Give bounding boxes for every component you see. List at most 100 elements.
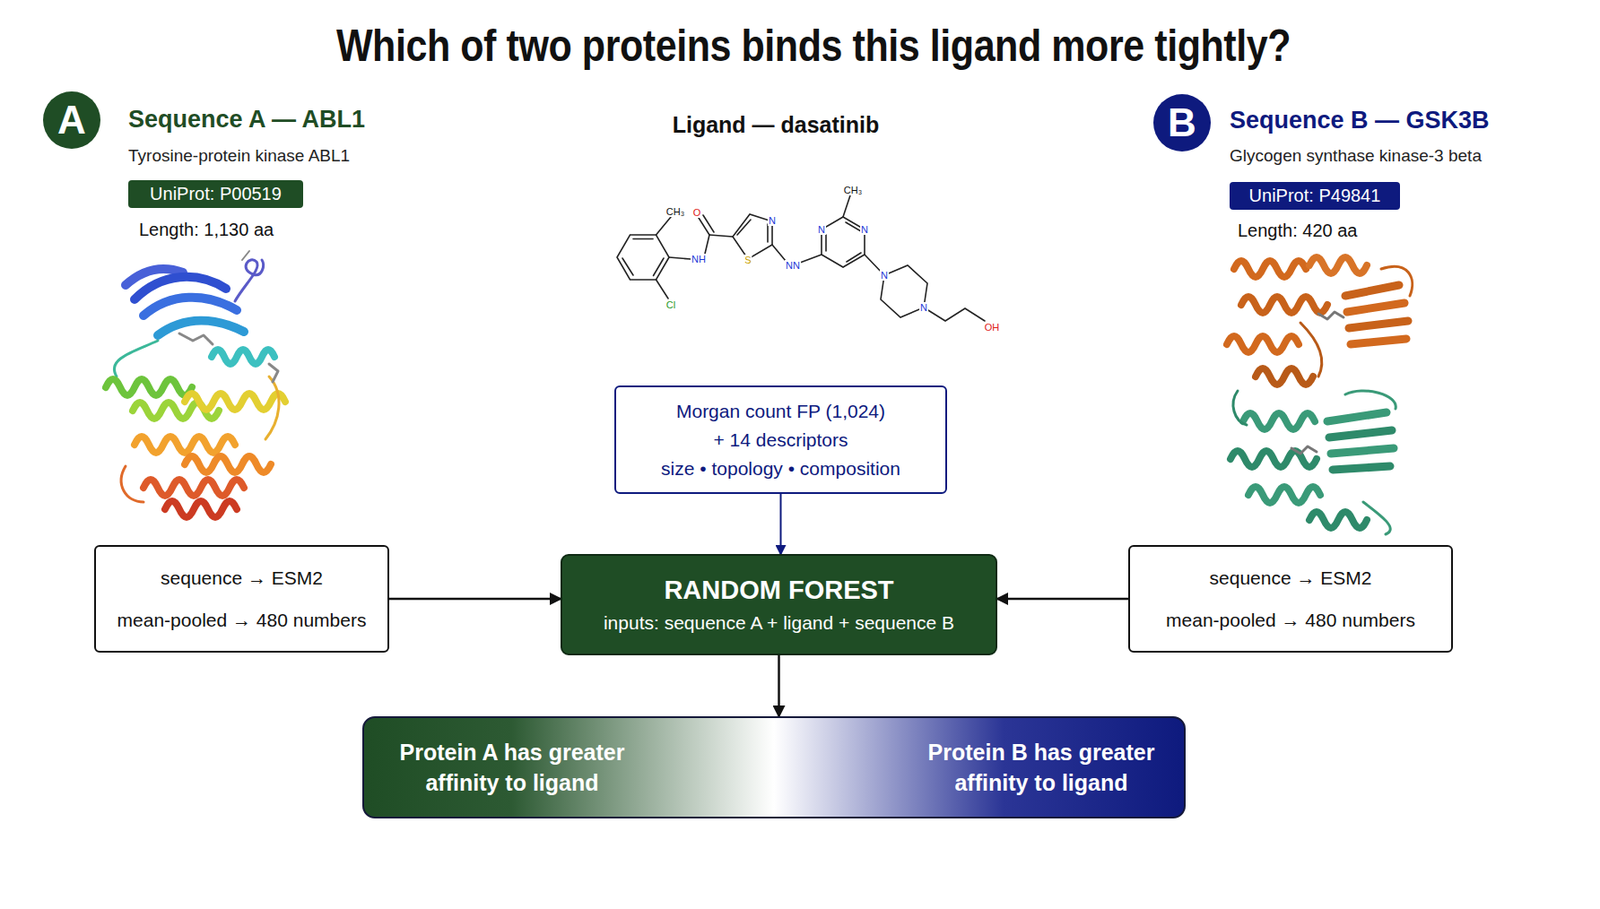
node-text: UniProt: P49841	[1249, 185, 1382, 207]
art-stroke	[669, 257, 691, 260]
sequence-length: Length: 1,130 aa	[139, 219, 274, 241]
ligand-heading: Ligand — dasatinib	[672, 112, 880, 139]
atom-label: Cl	[665, 299, 677, 311]
node-text: size • topology • composition	[660, 454, 901, 484]
art-stroke	[1309, 257, 1367, 274]
art-stroke	[1332, 466, 1391, 470]
output-scale-bar: Protein A has greater affinity to ligand…	[362, 716, 1186, 819]
art-stroke	[157, 321, 244, 336]
art-stroke	[1381, 266, 1413, 296]
connector-arrow	[780, 494, 783, 555]
art-stroke	[265, 376, 279, 440]
art-stroke	[143, 479, 244, 496]
art-stroke	[1226, 336, 1299, 353]
atom-label: N	[879, 269, 889, 281]
art-stroke	[1330, 448, 1394, 454]
node-text: inputs: sequence A + ligand + sequence B	[603, 608, 955, 639]
art-stroke	[1291, 446, 1317, 454]
art-stroke	[143, 297, 237, 316]
feature-box: Morgan count FP (1,024)+ 14 descriptorss…	[614, 385, 948, 495]
art-stroke	[656, 217, 672, 235]
art-stroke	[880, 265, 928, 318]
node-text: Protein A has greater affinity to ligand	[377, 718, 647, 818]
art-stroke	[179, 333, 213, 345]
art-stroke	[800, 254, 822, 263]
art-stroke	[1248, 486, 1321, 504]
embedding-box: sequence → ESM2mean-pooled → 480 numbers	[1128, 545, 1453, 653]
art-stroke	[1309, 512, 1367, 529]
node-text: mean-pooled → 480 numbers	[1165, 599, 1416, 642]
art-stroke	[732, 214, 773, 260]
art-stroke	[656, 279, 670, 299]
protein-ribbon-gsk3b	[1226, 257, 1413, 535]
letter-badge: A	[43, 91, 101, 149]
atom-label: N	[919, 302, 929, 314]
art-stroke	[242, 251, 250, 261]
art-stroke	[1329, 430, 1392, 438]
art-stroke	[1345, 391, 1396, 409]
art-stroke	[1348, 321, 1409, 329]
art-stroke	[1345, 285, 1400, 296]
art-stroke	[826, 222, 861, 262]
art-stroke	[269, 364, 279, 383]
atom-label: OH	[983, 321, 1001, 333]
art-stroke	[134, 436, 235, 453]
node-text: B	[1167, 100, 1197, 146]
atom-label: S	[743, 254, 752, 266]
art-stroke	[234, 260, 264, 302]
art-stroke	[1233, 391, 1247, 426]
art-stroke	[1300, 322, 1322, 377]
node-text: sequence → ESM2	[160, 556, 323, 600]
node-text: mean-pooled → 480 numbers	[117, 599, 367, 642]
node-text: Protein B has greater affinity to ligand	[906, 718, 1176, 818]
art-stroke	[184, 393, 286, 410]
protein-name: Tyrosine-protein kinase ABL1	[128, 146, 350, 166]
art-stroke	[113, 340, 158, 377]
model-box: RANDOM FORESTinputs: sequence A + ligand…	[560, 554, 998, 656]
protein-heading: Sequence B — GSK3B	[1229, 106, 1490, 135]
art-stroke	[165, 501, 237, 518]
node-text: Morgan count FP (1,024)	[676, 397, 886, 427]
art-stroke	[709, 234, 733, 237]
art-stroke	[211, 349, 275, 365]
atom-label: CH₃	[665, 206, 686, 218]
node-text: + 14 descriptors	[713, 426, 849, 455]
protein-heading: Sequence A — ABL1	[128, 105, 366, 134]
atom-label: O	[692, 207, 703, 218]
uniprot-badge: UniProt: P49841	[1229, 182, 1400, 210]
connector-arrow	[389, 598, 561, 601]
art-stroke	[766, 224, 769, 243]
art-stroke	[622, 258, 634, 276]
art-stroke	[1347, 303, 1405, 313]
art-stroke	[633, 238, 653, 241]
art-stroke	[617, 234, 670, 280]
art-stroke	[704, 234, 710, 254]
dasatinib-structure	[617, 195, 985, 322]
atom-label: N	[817, 224, 827, 235]
art-stroke	[1318, 312, 1344, 320]
art-stroke	[843, 195, 851, 218]
atom-label: NN	[784, 260, 801, 271]
protein-name: Glycogen synthase kinase-3 beta	[1229, 146, 1482, 166]
art-stroke	[121, 466, 144, 503]
art-stroke	[737, 219, 751, 235]
atom-label: NH	[690, 253, 707, 265]
art-stroke	[1243, 413, 1315, 430]
art-stroke	[772, 244, 786, 261]
embedding-box: sequence → ESM2mean-pooled → 480 numbers	[94, 545, 390, 653]
art-stroke	[1327, 412, 1387, 422]
connector-arrow	[997, 598, 1129, 601]
art-stroke	[923, 307, 985, 322]
art-stroke	[1241, 296, 1328, 314]
connector-arrow	[777, 655, 781, 717]
atom-label: N	[860, 224, 870, 235]
art-stroke	[698, 215, 714, 235]
atom-label: CH₃	[843, 184, 863, 196]
art-stroke	[653, 258, 665, 277]
atom-label: N	[767, 215, 777, 227]
art-stroke	[1234, 260, 1306, 278]
node-text: sequence → ESM2	[1209, 556, 1373, 600]
diagram-title: Which of two proteins binds this ligand …	[125, 19, 1502, 72]
sequence-length: Length: 420 aa	[1237, 220, 1357, 242]
